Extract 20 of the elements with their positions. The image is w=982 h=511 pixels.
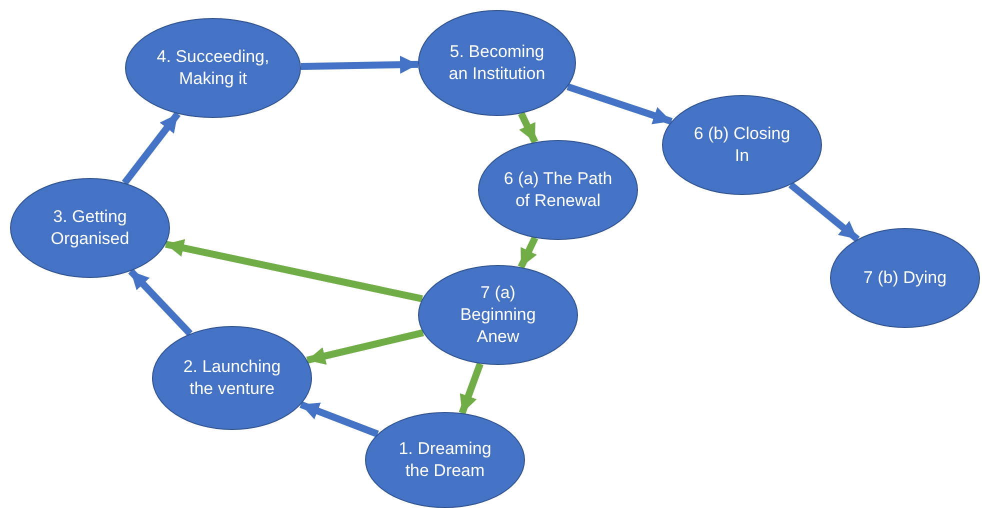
block-arrow bbox=[128, 268, 193, 336]
stage-label: 7 (a) Beginning Anew bbox=[459, 282, 537, 348]
block-arrow bbox=[306, 329, 424, 365]
stage-label: 3. Getting Organised bbox=[50, 206, 130, 250]
block-arrow bbox=[164, 239, 424, 302]
block-arrow bbox=[458, 362, 484, 414]
stage-label: 5. Becoming an Institution bbox=[448, 40, 546, 85]
block-arrow bbox=[300, 401, 379, 438]
stage-label: 7 (b) Dying bbox=[863, 266, 947, 289]
stage-label: 6 (a) The Path of Renewal bbox=[502, 168, 614, 212]
block-arrow bbox=[788, 182, 860, 242]
block-arrow bbox=[518, 236, 538, 269]
stage-label: 6 (b) Closing In bbox=[692, 122, 792, 167]
stage-label: 1. Dreaming the Dream bbox=[398, 438, 492, 482]
block-arrow bbox=[566, 83, 673, 125]
stage-label: 4. Succeeding, Making it bbox=[156, 46, 270, 90]
stage-label: 2. Launching the venture bbox=[182, 356, 282, 400]
block-arrow bbox=[300, 56, 418, 74]
block-arrow bbox=[122, 112, 181, 186]
block-arrow bbox=[518, 112, 538, 144]
